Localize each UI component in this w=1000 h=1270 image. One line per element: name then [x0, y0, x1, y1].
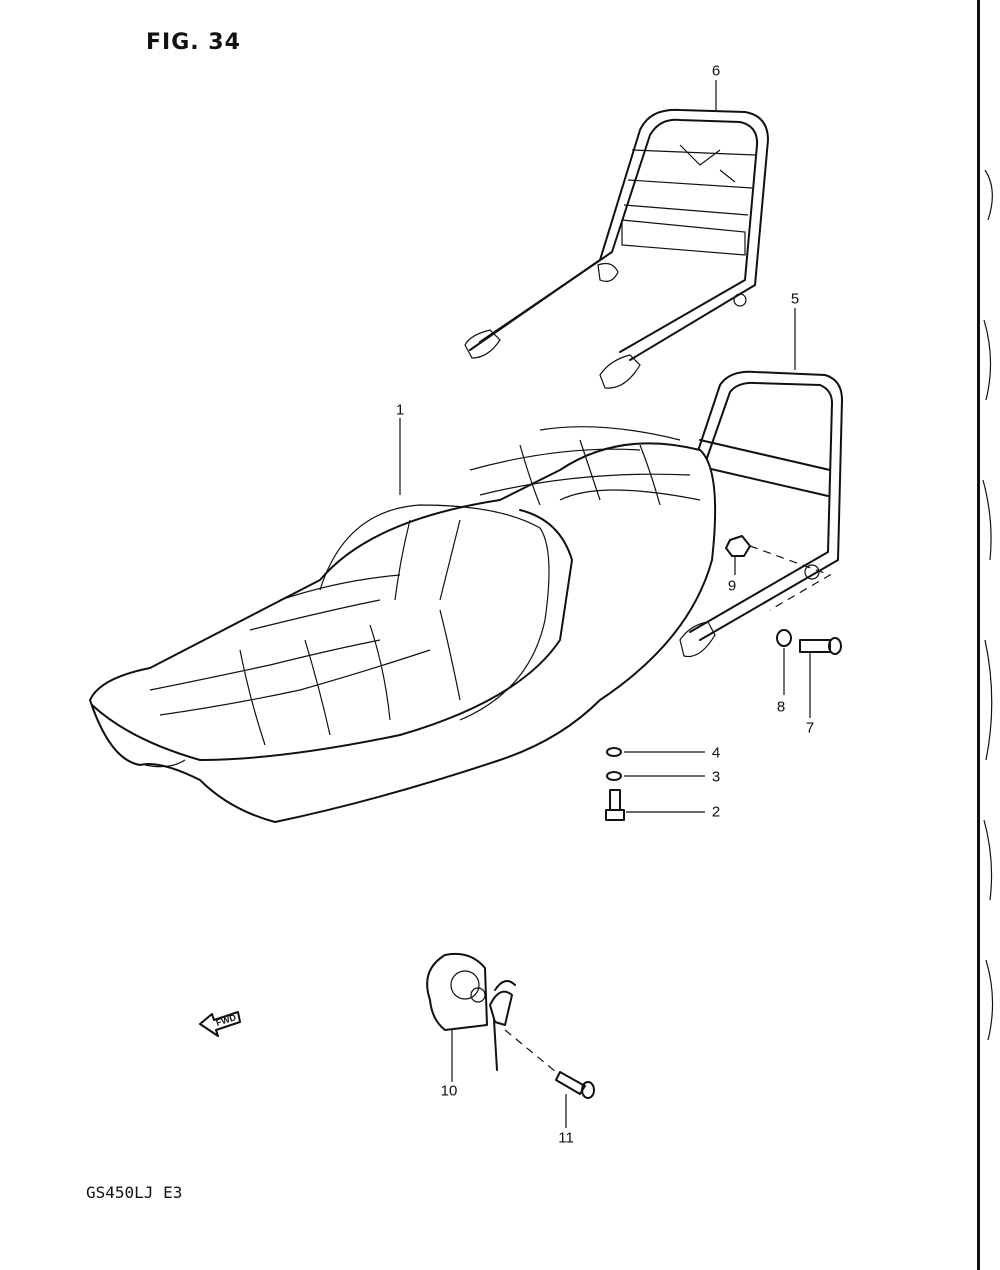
bolt-7 [799, 637, 842, 655]
callout-8: 8 [776, 698, 786, 716]
callout-9: 9 [727, 577, 737, 595]
washer-8 [776, 629, 792, 647]
fwd-arrow-icon [199, 1011, 241, 1037]
callout-11: 11 [558, 1129, 574, 1147]
callout-2: 2 [711, 803, 721, 821]
callout-7: 7 [805, 719, 815, 737]
lock-washer-3 [606, 771, 622, 781]
callout-5: 5 [790, 290, 800, 308]
grab-rail [679, 370, 843, 658]
nut-9 [725, 535, 751, 557]
model-code: GS450LJ E3 [86, 1183, 183, 1202]
callout-3: 3 [711, 768, 721, 786]
keys [489, 980, 516, 1071]
callout-4: 4 [711, 744, 721, 762]
seat-lock [426, 952, 488, 1031]
callout-6: 6 [711, 62, 721, 80]
figure-title: FIG. 34 [146, 30, 241, 55]
seat [89, 426, 717, 823]
adjacent-page-edge [982, 169, 994, 1041]
leader-lines [399, 80, 832, 1128]
bolt-2 [605, 789, 625, 821]
callout-10: 10 [440, 1082, 458, 1100]
screw-11 [555, 1071, 595, 1099]
backrest-frame [464, 108, 769, 389]
page-border [977, 0, 980, 1270]
washer-4 [606, 747, 622, 757]
callout-1: 1 [395, 401, 405, 419]
